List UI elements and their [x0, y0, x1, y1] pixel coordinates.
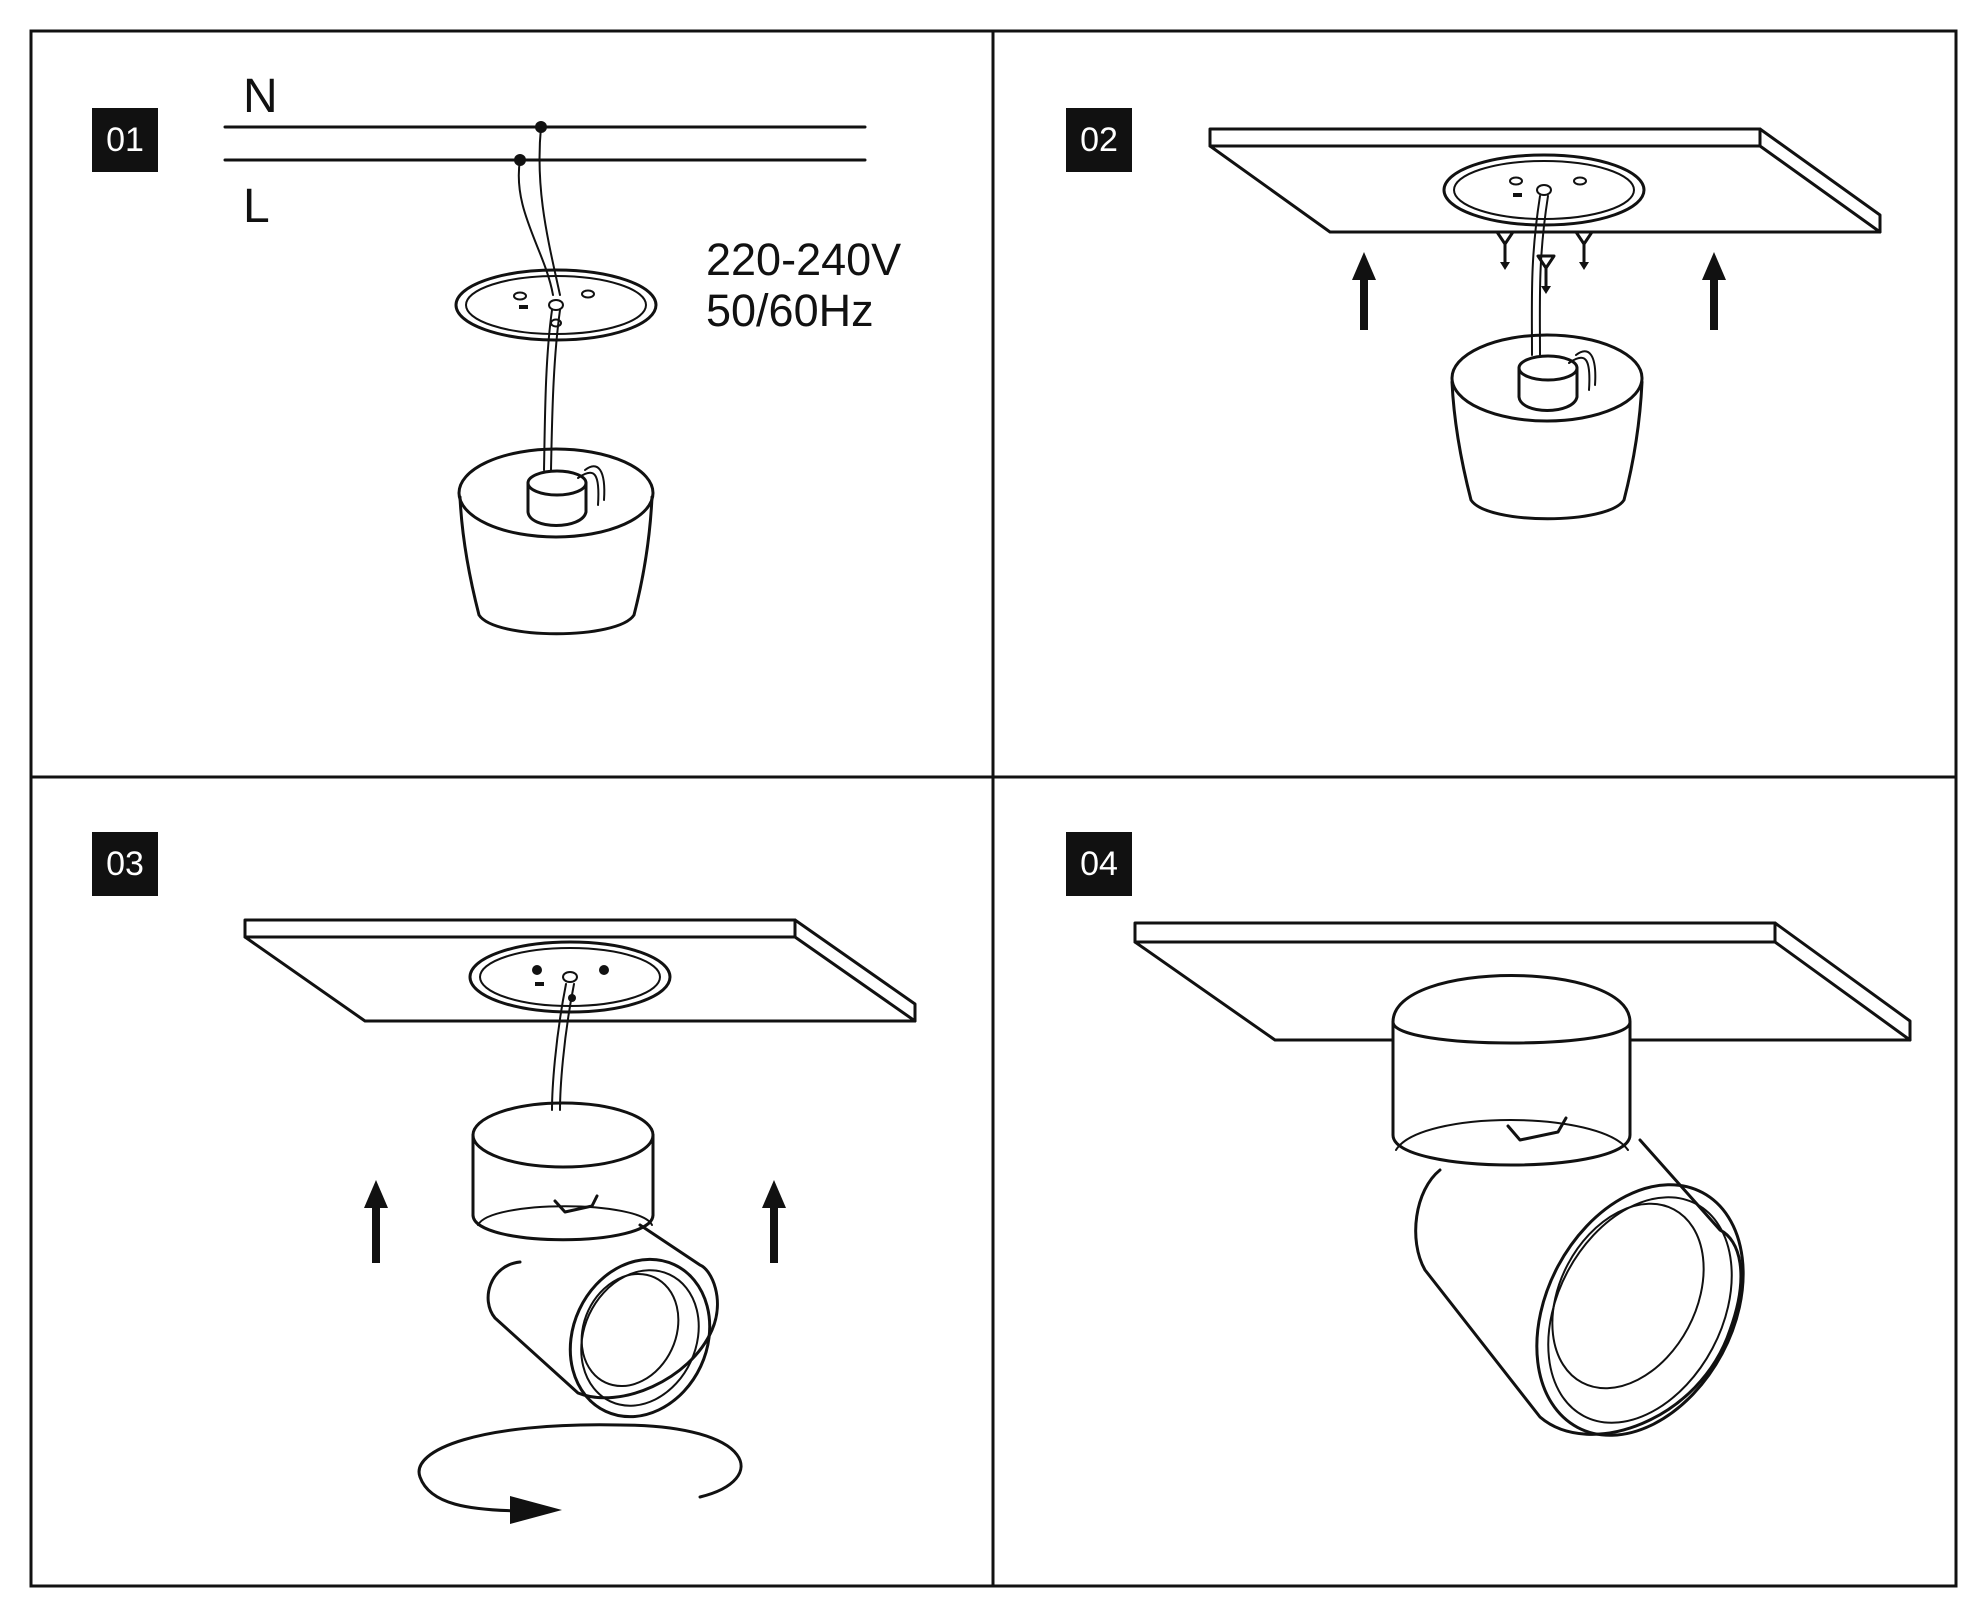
panel-frame [29, 29, 1958, 1588]
step-badge-02: 02 [1066, 108, 1132, 172]
up-arrow-icon [762, 1180, 786, 1263]
panel-01-wiring: N L 220-240V 50/60Hz [223, 70, 901, 636]
svg-text:04: 04 [1080, 845, 1118, 883]
svg-text:02: 02 [1080, 121, 1118, 159]
panel-03-attach [243, 918, 917, 1524]
up-arrow-icon [1702, 252, 1726, 330]
fixture-spotlight [471, 1101, 719, 1419]
fixture-base-cup [457, 447, 655, 636]
up-arrow-icon [1352, 252, 1376, 330]
voltage-label: 220-240V [706, 234, 901, 285]
svg-text:01: 01 [106, 121, 144, 159]
screw-icon [1495, 230, 1594, 294]
frequency-label: 50/60Hz [706, 285, 874, 336]
step-badge-03: 03 [92, 832, 158, 896]
ceiling-board [1208, 127, 1882, 234]
fixture-spotlight [1391, 974, 1745, 1437]
neutral-label: N [243, 70, 278, 123]
mounting-plate [1442, 153, 1646, 227]
step-badge-01: 01 [92, 108, 158, 172]
rotate-arrow-icon [417, 1423, 743, 1524]
svg-text:03: 03 [106, 845, 144, 883]
up-arrow-icon [364, 1180, 388, 1263]
ceiling-board [1133, 921, 1912, 1042]
ceiling-board [243, 918, 917, 1023]
panel-02-mounting [1208, 127, 1882, 521]
live-label: L [243, 180, 270, 233]
fixture-base-cup [1450, 333, 1644, 521]
step-badge-04: 04 [1066, 832, 1132, 896]
panel-04-final [1133, 921, 1912, 1437]
